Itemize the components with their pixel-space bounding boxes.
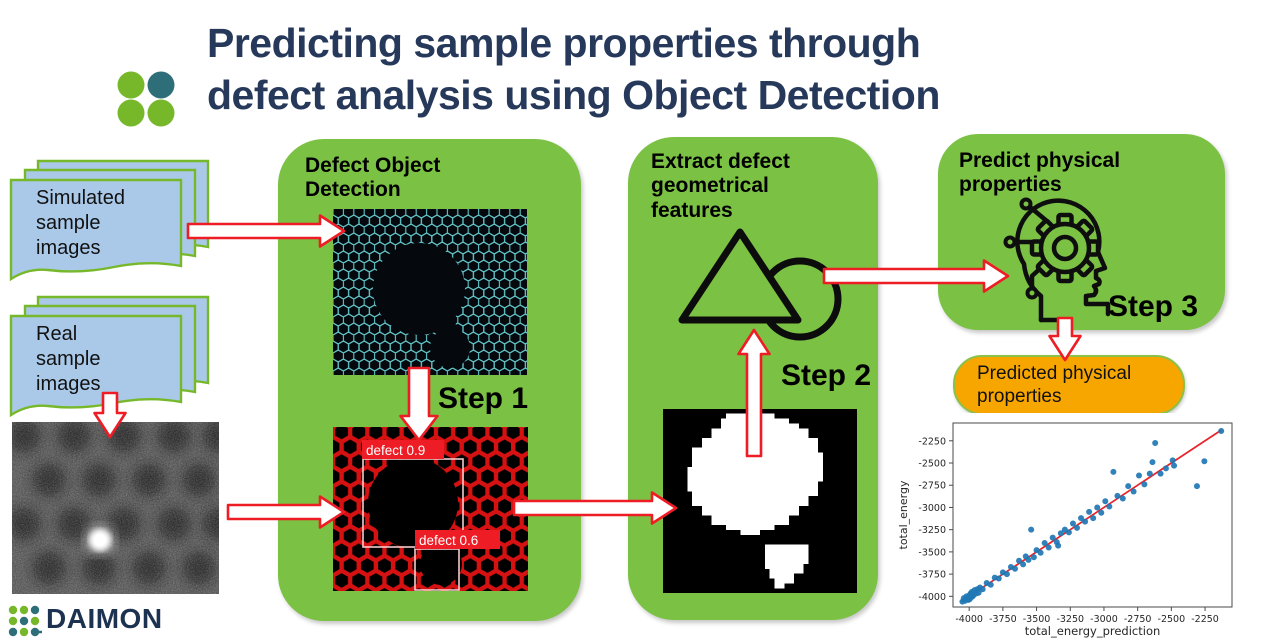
arrow-detection-to-mask [512,490,678,526]
step3-title: Predict physical properties [959,149,1121,197]
simulated-docs-label: Simulated sample images [36,187,125,259]
lattice-image [333,209,527,375]
arrow-real-to-image [92,391,128,439]
svg-text:-3000: -3000 [918,503,946,514]
step2-title: Extract defect geometrical features [651,150,790,222]
svg-text:total_energy: total_energy [897,480,910,549]
triangle-icon [678,228,802,324]
daimon-logo-icon [8,605,42,637]
real-docs-stack [9,295,210,418]
svg-text:-3250: -3250 [1056,614,1084,625]
step2-label: Step 2 [781,359,872,392]
arrow-predict-to-output [1047,316,1083,362]
svg-text:-2250: -2250 [1191,614,1219,625]
daimon-logo-text: DAIMON [46,603,163,634]
svg-text:total_energy_prediction: total_energy_prediction [1025,624,1161,638]
arrow-image-to-detection [226,494,346,530]
svg-text:-3750: -3750 [918,570,946,581]
bbox-label-bg-2 [415,530,500,549]
page-title-line1: Predicting sample properties through [207,20,921,66]
svg-text:-4000: -4000 [955,614,983,625]
detection-image: defect 0.9 defect 0.6 [333,427,528,591]
real-docs-label: Real sample images [36,323,101,395]
geometry-shapes [678,228,842,341]
svg-text:-2500: -2500 [1158,614,1186,625]
step1-label: Step 1 [438,382,529,415]
output-box: Predicted physical properties [953,355,1185,415]
bbox-label-1: defect 0.9 [366,443,425,458]
svg-text:-3000: -3000 [1090,614,1118,625]
svg-text:-3500: -3500 [918,547,946,558]
head-gear-icon [1003,197,1111,323]
arrow-simulated-to-detection [186,213,346,249]
arrow-mask-to-shapes [736,328,772,458]
svg-text:-2500: -2500 [918,459,946,470]
gear-icon [1029,212,1101,284]
mask-image [663,408,857,594]
output-label: Predicted physical properties [977,362,1132,407]
step1-title: Defect Object Detection [305,154,441,202]
step3-box: Predict physical properties [938,134,1225,330]
svg-text:-3500: -3500 [1023,614,1051,625]
svg-text:-4000: -4000 [918,592,946,603]
microscopy-image [12,422,219,594]
logo-dots-icon [117,71,175,127]
svg-text:-2750: -2750 [918,481,946,492]
bbox-label-2: defect 0.6 [419,533,478,548]
page-title-line2: defect analysis using Object Detection [207,72,940,118]
arrow-shapes-to-predict [822,258,1010,294]
svg-text:-2250: -2250 [918,436,946,447]
svg-text:-3750: -3750 [989,614,1017,625]
svg-text:-3250: -3250 [918,525,946,536]
svg-text:-2750: -2750 [1124,614,1152,625]
step3-label: Step 3 [1108,290,1199,323]
arrow-lattice-to-detection [398,366,440,442]
simulated-docs-stack [9,159,210,282]
bbox-label-bg-1 [362,440,444,459]
scatter-plot: -4000 -3750 -3500 -3250 -3000 -2750 -2500 -2250… [893,413,1280,640]
